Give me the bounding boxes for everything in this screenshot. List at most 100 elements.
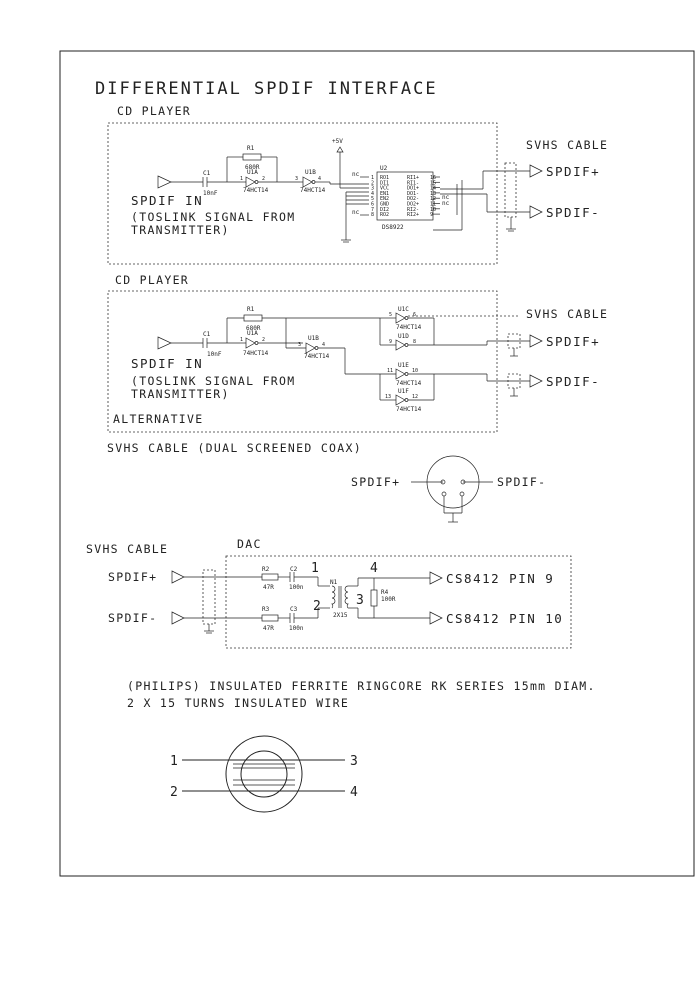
svg-text:9: 9: [389, 339, 392, 345]
dac-spdif-plus-label: SPDIF+: [108, 570, 157, 584]
u2-pin-number: 1: [371, 175, 374, 181]
svg-text:4: 4: [322, 342, 325, 348]
u2-pin-name: DO2+: [407, 202, 419, 208]
winding-num-3: 3: [356, 593, 364, 608]
resistor-r2: R2 47R: [261, 566, 279, 591]
svg-text:10nF: 10nF: [207, 351, 222, 358]
svg-text:U1B: U1B: [308, 335, 319, 342]
svhs-cable-label-2: SVHS CABLE: [526, 307, 608, 321]
section-svhs-connector: SVHS CABLE (DUAL SCREENED COAX) SPDIF+ S…: [107, 441, 545, 523]
cd-player-box-2: [107, 290, 498, 433]
u2-pin-number: 11: [430, 202, 436, 208]
svg-text:C3: C3: [290, 606, 298, 613]
inverter-u1f: U1F 13 12 74HCT14: [385, 388, 422, 413]
svg-text:3: 3: [295, 176, 298, 182]
svg-text:680R: 680R: [245, 164, 260, 171]
svg-text:U1D: U1D: [398, 333, 409, 340]
resistor-r1-2: R1 680R: [243, 306, 263, 332]
u2-pin-number: 15: [430, 180, 436, 186]
svg-text:74HCT14: 74HCT14: [304, 353, 330, 360]
svg-text:100n: 100n: [289, 584, 304, 591]
svg-text:11: 11: [387, 368, 393, 374]
capacitor-c2: C2 100n: [289, 566, 304, 591]
u2-pin-number: 14: [430, 186, 436, 192]
u2-pin-name: DO1-: [407, 191, 419, 197]
cable-shield-1: [504, 162, 517, 218]
svg-text:nc: nc: [442, 200, 450, 207]
svg-text:74HCT14: 74HCT14: [243, 350, 269, 357]
u2-pin-name: DO1+: [407, 186, 419, 192]
u2-pin-name: RI1+: [407, 175, 419, 181]
svg-text:1: 1: [240, 176, 243, 182]
svg-text:2: 2: [262, 337, 265, 343]
ic-u2-ds8922: U2 DS8922: [376, 165, 434, 231]
u2-pin-name: DI2: [380, 207, 389, 213]
u2-pin-name: DO2-: [407, 196, 419, 202]
svg-text:74HCT14: 74HCT14: [300, 187, 326, 194]
spdif-minus-label-2: SPDIF-: [546, 374, 600, 389]
u2-pin-number: 6: [371, 202, 374, 208]
input-buffer-symbol: [157, 175, 172, 189]
svg-text:8: 8: [413, 339, 416, 345]
winding-num-1: 1: [311, 561, 319, 576]
svg-text:R4: R4: [381, 589, 389, 596]
svg-text:680R: 680R: [246, 325, 261, 332]
u2-pin-number: 13: [430, 191, 436, 197]
cs8412-pin9-label: CS8412 PIN 9: [446, 571, 554, 586]
svg-text:C1: C1: [203, 170, 211, 177]
u2-pin-number: 5: [371, 196, 374, 202]
ground-symbol-u2: [341, 239, 351, 243]
section-dac-receiver: SVHS CABLE DAC SPDIF+ SPDIF- R2 47R C2 1…: [86, 537, 572, 649]
u2-pin-name: RO1: [380, 175, 389, 181]
u2-pin-number: 12: [430, 196, 436, 202]
spdif-minus-connector-1: [529, 205, 543, 219]
u2-pin-number: 16: [430, 175, 436, 181]
inverter-u1b: U1B 3 4 74HCT14: [295, 169, 326, 194]
svg-text:100R: 100R: [381, 596, 396, 603]
u2-pin-name: RI2+: [407, 212, 419, 218]
toroid-label-3: 3: [350, 754, 358, 769]
dac-plus-input-connector: [171, 570, 185, 584]
u2-pin-name: RO2: [380, 212, 389, 218]
svhs-cable-label-3: SVHS CABLE: [86, 542, 168, 556]
toslink-note-2-2: TRANSMITTER): [131, 387, 230, 401]
input-buffer-symbol-2: [157, 336, 172, 350]
inverter-u1b-2: U1B 3 4 74HCT14: [298, 335, 330, 360]
cs8412-pin9-connector: [429, 571, 443, 585]
u2-pin-number: 7: [371, 207, 374, 213]
inverter-u1e: U1E 11 10 74HCT14: [387, 362, 422, 387]
resistor-r4: R4 100R: [370, 578, 396, 618]
ferrite-note-line-1: (PHILIPS) INSULATED FERRITE RINGCORE RK …: [127, 679, 596, 693]
cd-player-label-2: CD PLAYER: [115, 273, 189, 287]
transformer-n1: N1 2X15: [330, 579, 349, 619]
toroid-label-2: 2: [170, 785, 178, 800]
svg-text:47R: 47R: [263, 584, 274, 591]
svhs-cable-description: SVHS CABLE (DUAL SCREENED COAX): [107, 441, 362, 455]
toslink-note-2: TRANSMITTER): [131, 223, 230, 237]
svg-text:N1: N1: [330, 579, 338, 586]
inverter-u1c: U1C 5 6 74HCT14: [389, 306, 422, 331]
svg-text:2X15: 2X15: [333, 612, 348, 619]
u2-pin-name: VCC: [380, 186, 389, 192]
connector-plus-label: SPDIF+: [351, 475, 400, 489]
svg-text:nc: nc: [352, 209, 360, 216]
svg-text:U1C: U1C: [398, 306, 409, 313]
ferrite-note-line-2: 2 X 15 TURNS INSULATED WIRE: [127, 696, 349, 710]
alternative-label: ALTERNATIVE: [113, 412, 203, 426]
dac-minus-input-connector: [171, 611, 185, 625]
winding-num-2: 2: [313, 599, 321, 614]
capacitor-c1: C1 10nF: [202, 170, 218, 197]
u2-pin-number: 3: [371, 186, 374, 192]
supply-5v: +5V: [332, 138, 369, 189]
cable-shield-3: [202, 569, 216, 625]
svg-text:100n: 100n: [289, 625, 304, 632]
svg-text:U1F: U1F: [398, 388, 409, 395]
u2-pin-name: GND: [380, 202, 389, 208]
spdif-in-label-2: SPDIF IN: [131, 356, 203, 371]
svg-text:4: 4: [318, 176, 321, 182]
spdif-plus-connector-2: [529, 334, 543, 348]
toslink-note-2-1: (TOSLINK SIGNAL FROM: [131, 374, 295, 388]
dac-box: [225, 555, 572, 649]
svg-text:+5V: +5V: [332, 138, 343, 145]
cs8412-pin10-label: CS8412 PIN 10: [446, 611, 563, 626]
